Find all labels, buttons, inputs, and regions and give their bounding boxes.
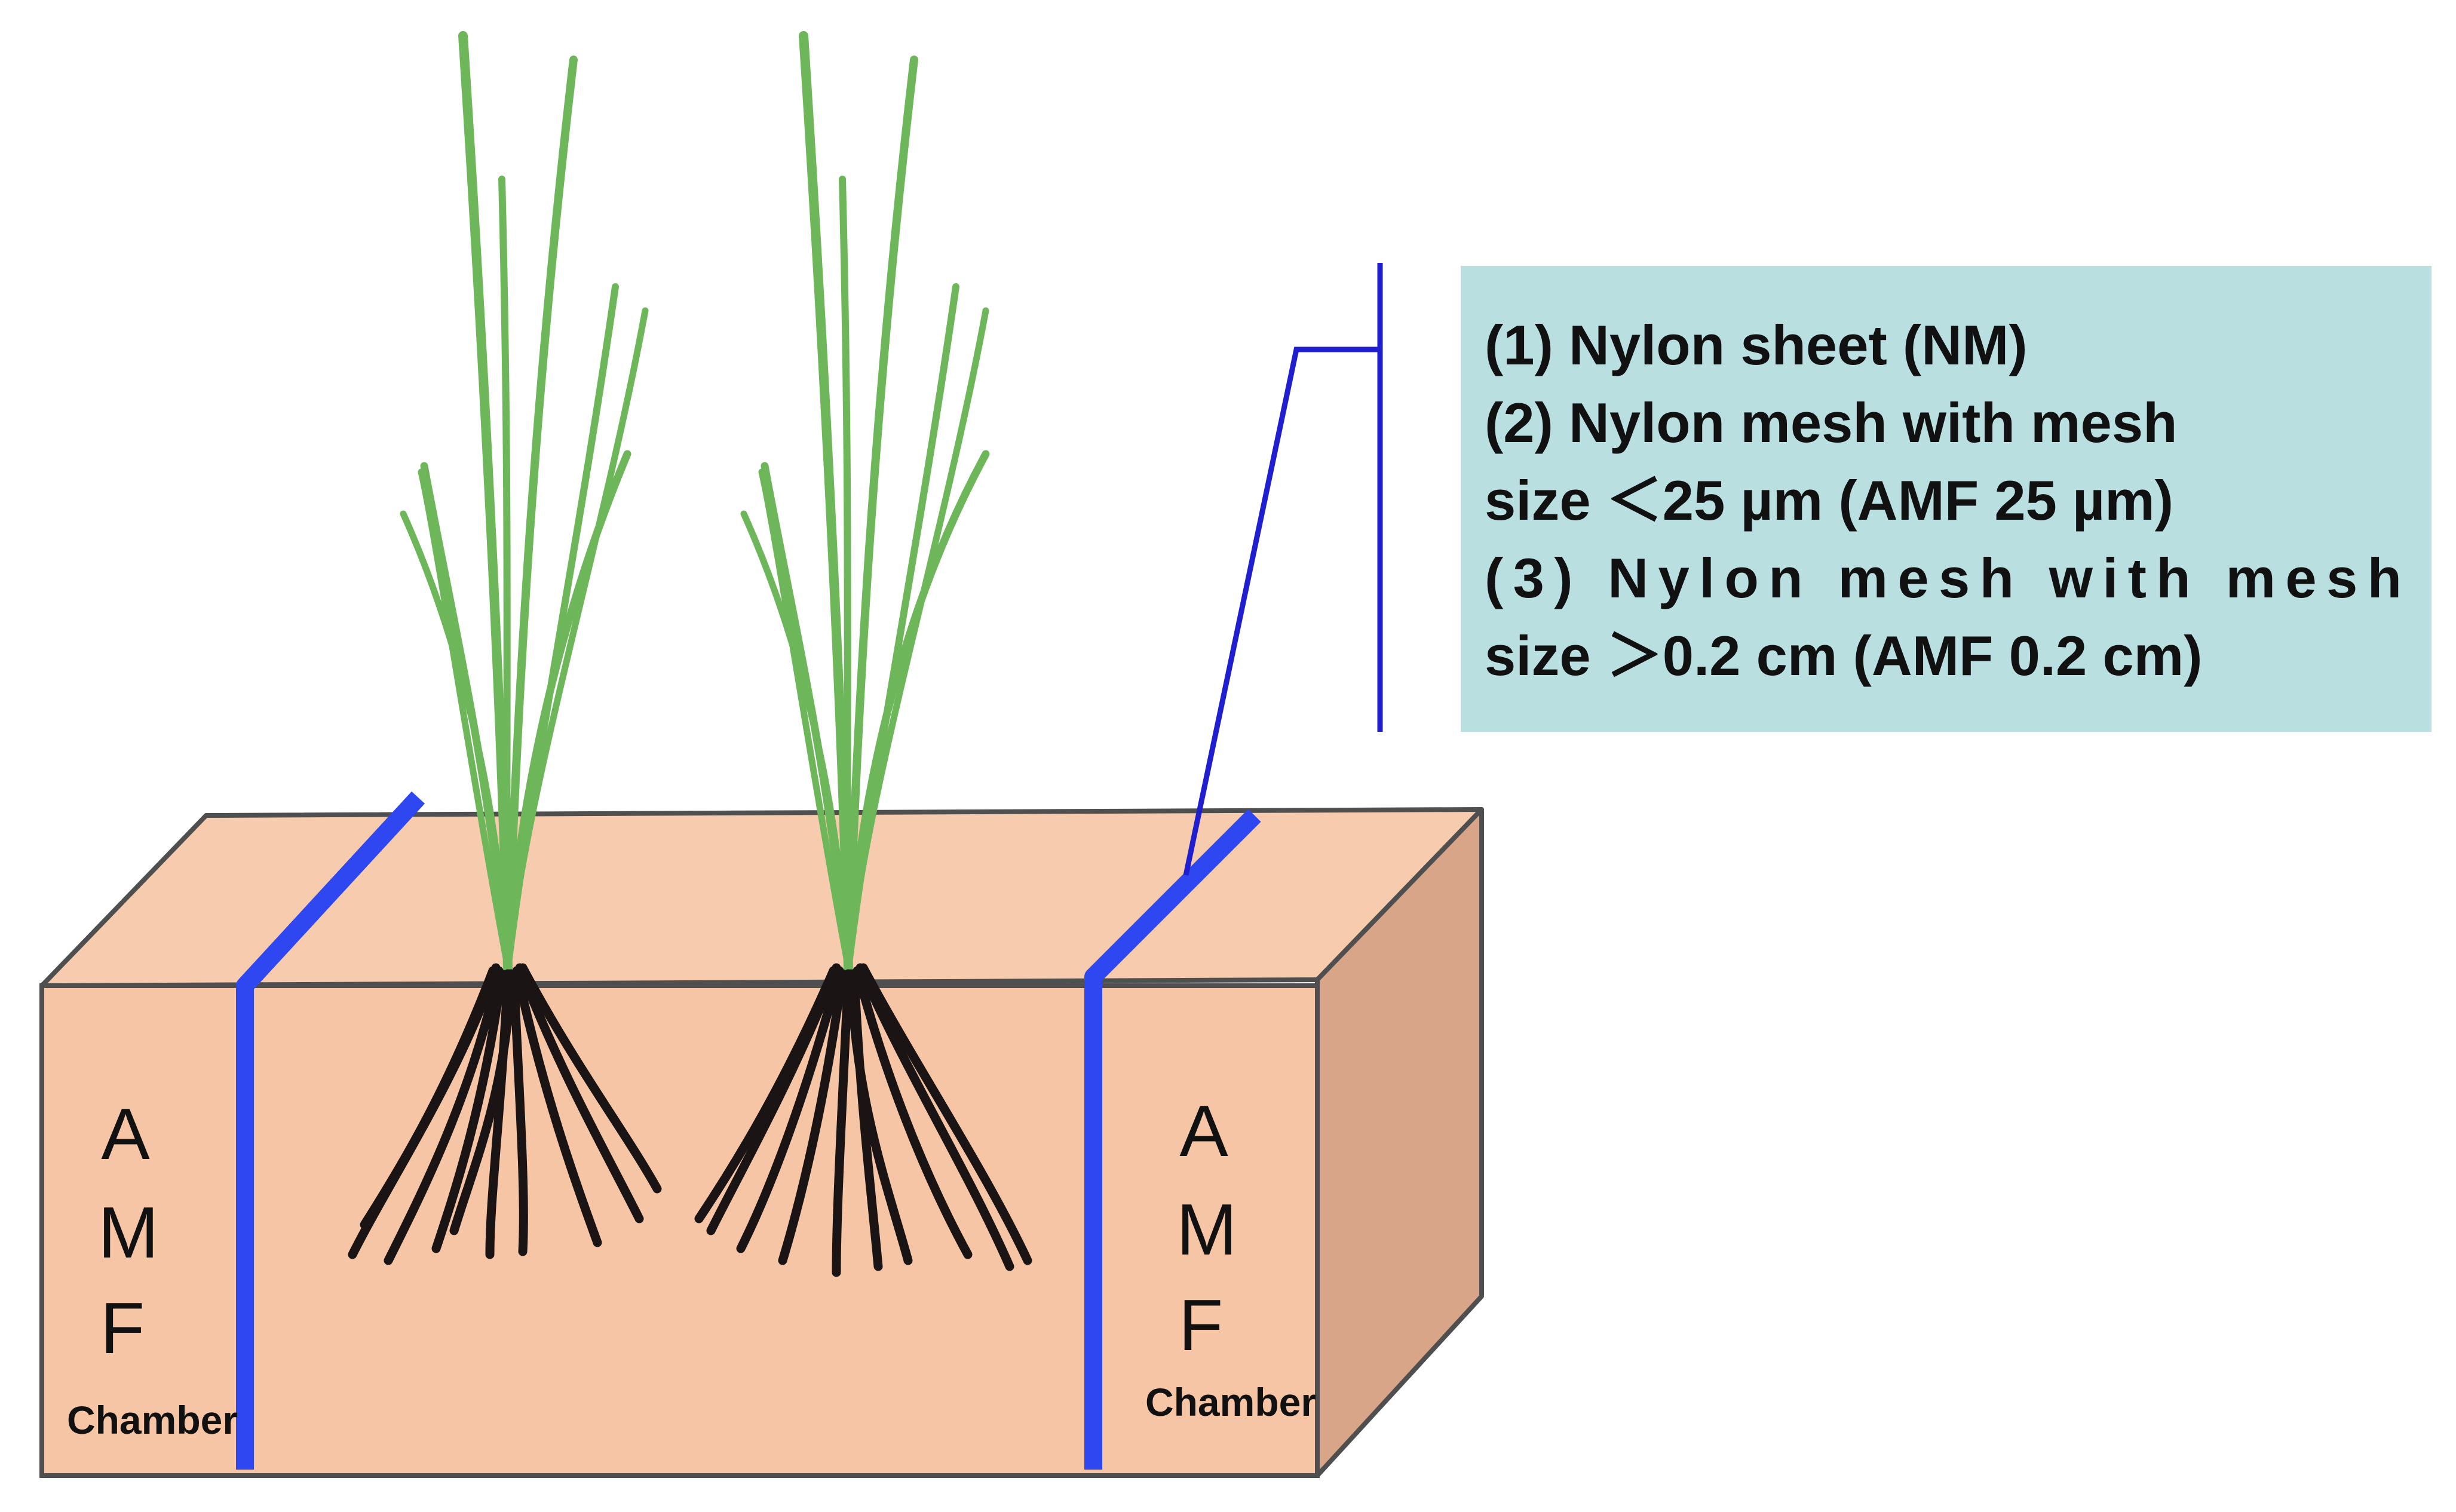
left-amf-chamber: A M F Chamber xyxy=(67,1093,238,1442)
left-amf-letter-f: F xyxy=(100,1287,145,1369)
right-mesh-divider xyxy=(1084,809,1261,1470)
box-front-face xyxy=(39,983,1320,1478)
right-chamber-label: Chamber xyxy=(1145,1380,1316,1424)
legend-background xyxy=(1461,266,2432,732)
callout-connector xyxy=(1183,346,1380,876)
left-mesh-divider xyxy=(236,791,425,1470)
legend-line-4: (3) Nylon mesh with mesh xyxy=(1485,547,2402,609)
left-amf-letter-a: A xyxy=(101,1093,150,1174)
left-chamber-label: Chamber xyxy=(67,1398,238,1442)
legend-callout xyxy=(1183,263,1383,876)
legend-line-5: size ＞0.2 cm (AMF 0.2 cm) xyxy=(1485,624,2203,687)
right-amf-chamber: A M F Chamber xyxy=(1145,1090,1316,1424)
growth-box xyxy=(39,807,1484,1478)
right-amf-letter-f: F xyxy=(1179,1284,1224,1366)
legend-line-3: size ＜25 µm (AMF 25 µm) xyxy=(1485,469,2173,532)
mesh-treatment-legend: (1) Nylon sheet (NM) (2) Nylon mesh with… xyxy=(1461,266,2432,732)
left-amf-letter-m: M xyxy=(98,1192,159,1273)
rice-seedling-icon xyxy=(694,31,1032,1277)
rice-seedling-icon xyxy=(348,31,662,1265)
legend-line-1: (1) Nylon sheet (NM) xyxy=(1485,314,2028,376)
mesh-dividers xyxy=(236,791,1261,1470)
legend-line-2: (2) Nylon mesh with mesh xyxy=(1485,391,2178,454)
plants xyxy=(348,31,1032,1277)
right-amf-letter-a: A xyxy=(1179,1090,1228,1171)
right-amf-letter-m: M xyxy=(1176,1189,1237,1270)
